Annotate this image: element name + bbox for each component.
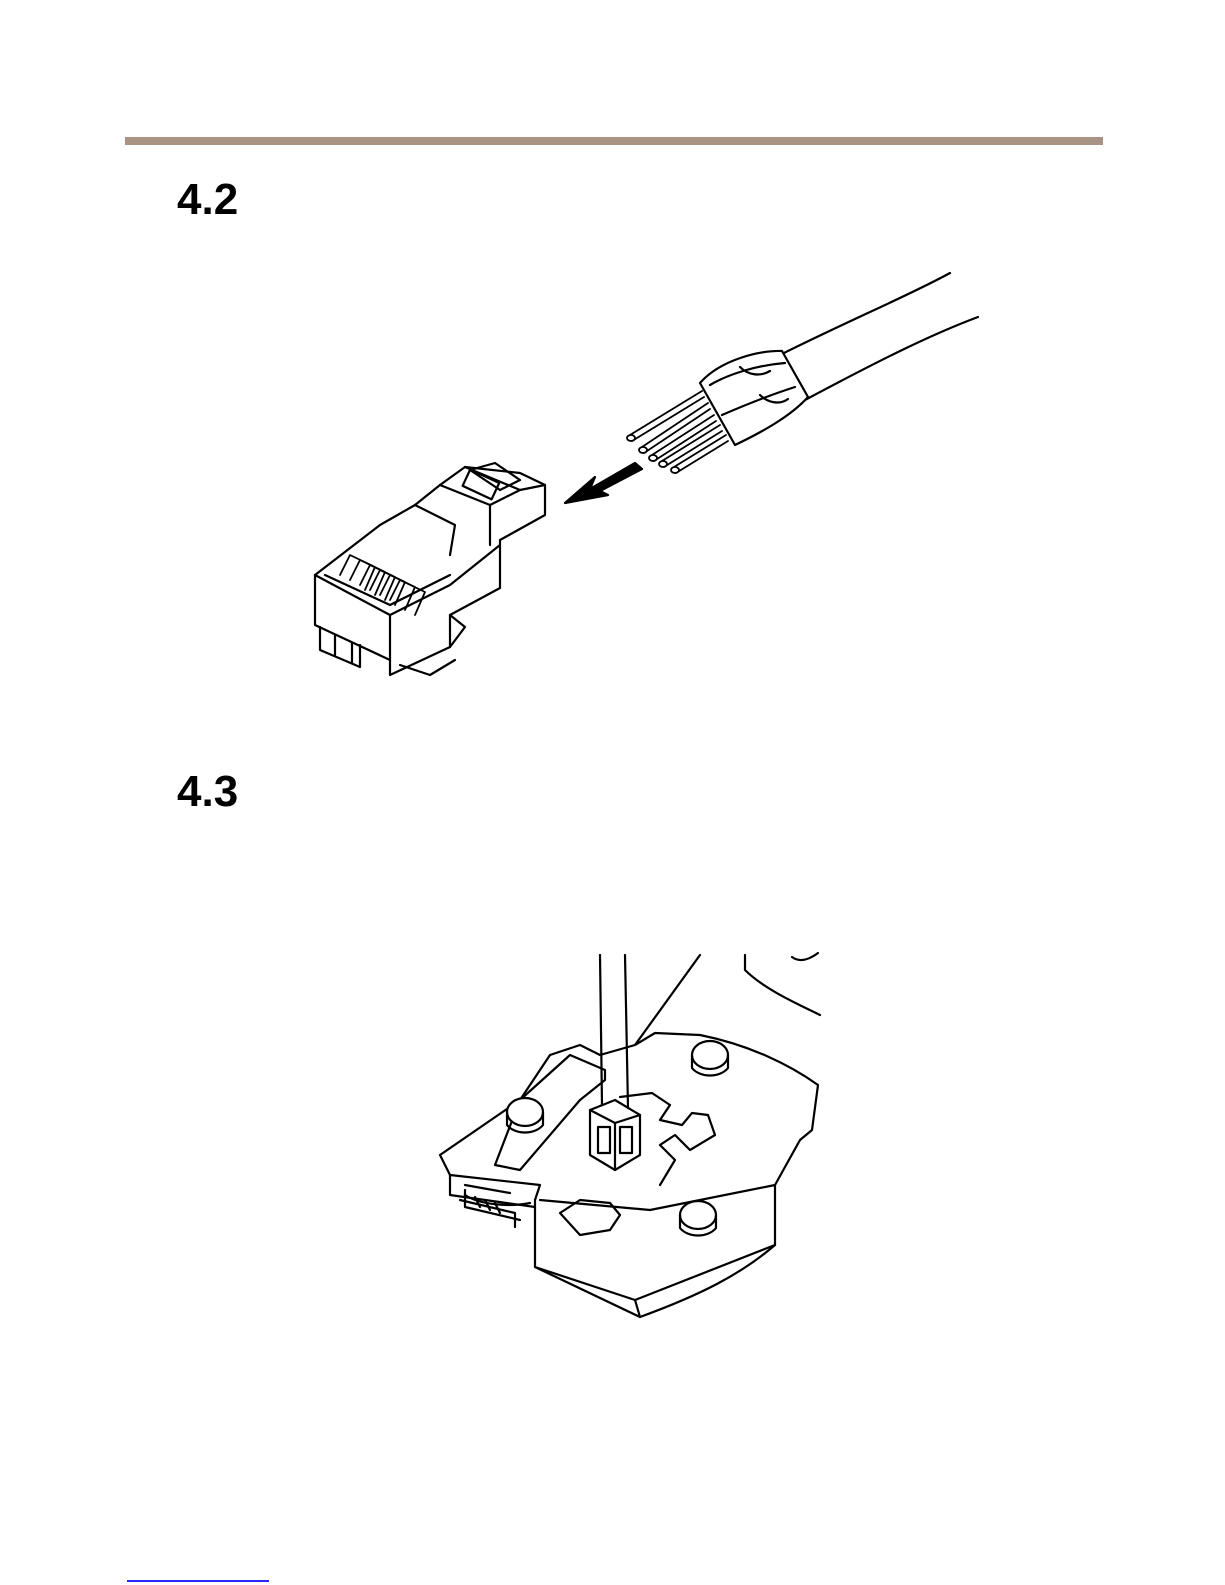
header-rule <box>125 137 1103 145</box>
insert-wires-into-connector-illustration <box>290 255 990 695</box>
crimp-connector-in-tool-illustration <box>420 945 840 1345</box>
footer-link-underline <box>127 1580 269 1582</box>
step-heading: 4.2 <box>177 178 238 222</box>
step-heading: 4.3 <box>177 770 238 814</box>
